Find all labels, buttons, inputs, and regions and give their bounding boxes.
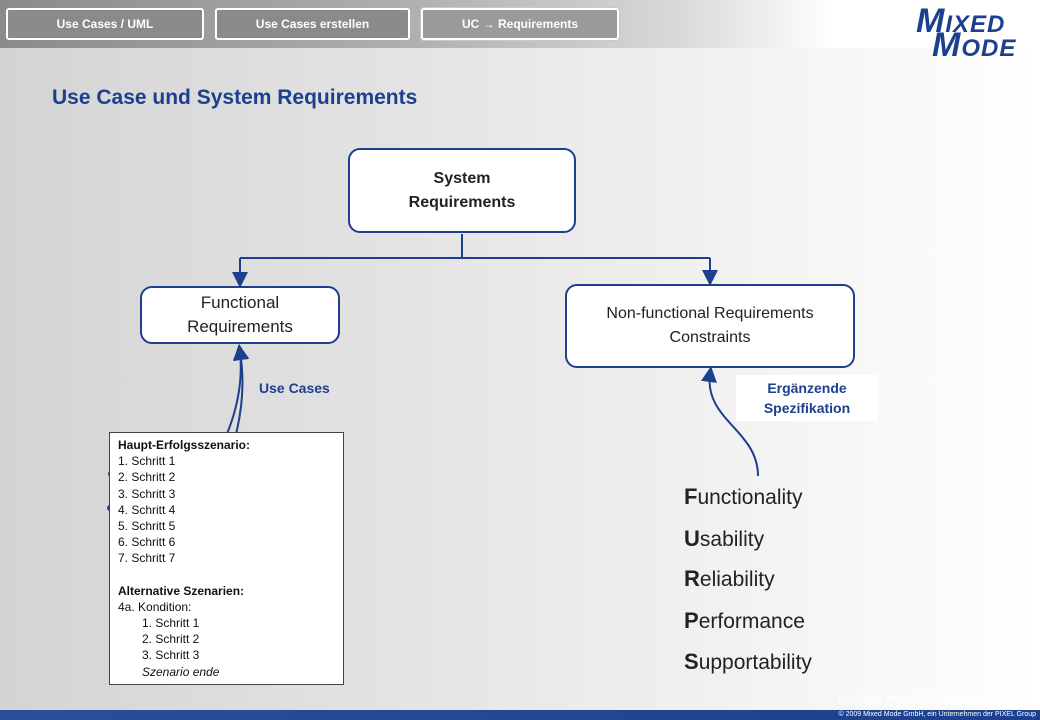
tab-use-cases-uml[interactable]: Use Cases / UML [6, 8, 204, 40]
mixed-mode-logo: MIXED MODE [910, 2, 1035, 64]
scenario-step: 7. Schritt 7 [118, 551, 176, 566]
tab-label: Use Cases / UML [56, 17, 154, 31]
main-scenario-heading: Haupt-Erfolgsszenario: [118, 438, 251, 452]
furps-reliability: Reliability [684, 566, 775, 591]
system-requirements-box: System Requirements [348, 148, 576, 233]
footer-copyright: © 2009 Mixed Mode GmbH, ein Unternehmen … [838, 711, 1037, 718]
furps-supportability: Supportability [684, 649, 812, 674]
scenario-step: 2. Schritt 2 [118, 470, 176, 485]
system-requirements-label: System Requirements [408, 169, 516, 211]
alt-condition: 4a. Kondition: [118, 599, 192, 614]
footer-bar [0, 710, 1040, 720]
use-case-scenario-box: Haupt-Erfolgsszenario: 1. Schritt 1 2. S… [109, 432, 344, 685]
logo-text: IXED [945, 11, 1006, 38]
alt-scenario-end: Szenario ende [142, 664, 220, 679]
furps-functionality: Functionality [684, 484, 803, 509]
furps-usability: Usability [684, 526, 765, 551]
logo-letter: M [916, 2, 946, 40]
alt-scenario-heading: Alternative Szenarien: [118, 583, 245, 598]
scenario-step: 3. Schritt 3 [118, 486, 176, 501]
page-title: Use Case und System Requirements [52, 86, 418, 109]
tab-use-cases-erstellen[interactable]: Use Cases erstellen [215, 8, 410, 40]
tab-label: Use Cases erstellen [255, 17, 370, 31]
nonfunctional-requirements-label: Non-functional Requirements Constraints [606, 305, 814, 346]
supplementary-spec-label: Ergänzende Spezifikation [736, 375, 878, 421]
footer-tagline: technik.mensch.leidenschaft [838, 690, 1014, 706]
functional-requirements-label: Functional Requirements [187, 293, 293, 336]
furps-performance: Performance [684, 608, 805, 633]
logo-text: ODE [961, 35, 1017, 62]
scenario-step: 1. Schritt 1 [118, 454, 176, 469]
functional-requirements-box: Functional Requirements [140, 286, 340, 344]
scenario-step: 6. Schritt 6 [118, 535, 176, 550]
supplementary-spec-text: Ergänzende Spezifikation [763, 380, 851, 416]
alt-step: 3. Schritt 3 [142, 648, 200, 663]
scenario-step: 4. Schritt 4 [118, 502, 176, 517]
alt-step: 2. Schritt 2 [142, 632, 200, 647]
use-cases-label: Use Cases [259, 380, 330, 396]
tab-uc-requirements[interactable]: UC → Requirements [421, 8, 619, 40]
nonfunctional-requirements-box: Non-functional Requirements Constraints [565, 284, 855, 368]
scenario-step: 5. Schritt 5 [118, 519, 176, 534]
tab-label: UC → Requirements [461, 17, 579, 31]
alt-step: 1. Schritt 1 [142, 616, 200, 631]
logo-letter: M [932, 26, 962, 64]
